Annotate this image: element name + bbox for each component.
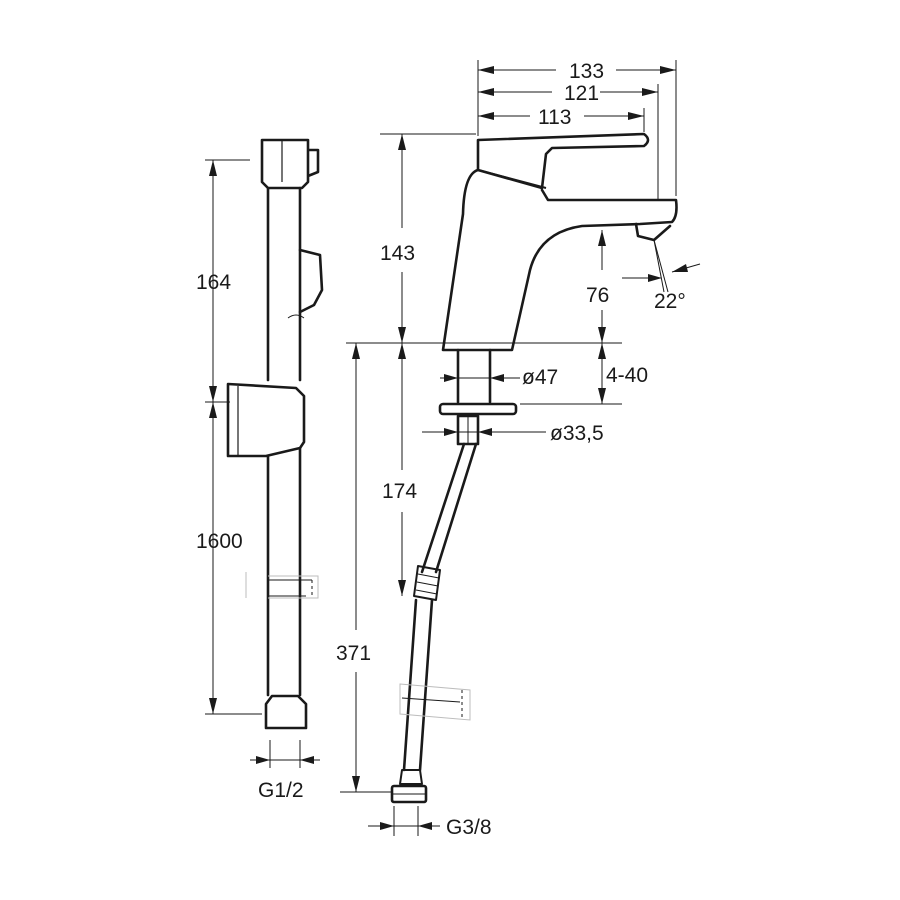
- dim-4-40: 4-40: [606, 364, 648, 387]
- dim-d33-5: ø33,5: [550, 422, 604, 445]
- mixer-lever: [476, 132, 650, 190]
- shower-rail: [226, 138, 324, 730]
- hose-bottom-nut: [390, 769, 428, 804]
- mixer-washer: [438, 402, 518, 416]
- dim-22deg: 22°: [654, 290, 686, 313]
- dim-174: 174: [382, 480, 417, 503]
- rail-connector-label: G1/2: [258, 779, 304, 802]
- dim-d47: ø47: [522, 366, 558, 389]
- mixer-dimensions: 133 121 113 143 76 22°: [336, 60, 701, 839]
- hose-left-upper: [420, 442, 466, 574]
- rail-clamp-lines: [268, 579, 312, 597]
- rail-length-label: 1600: [196, 530, 243, 553]
- dim-133: 133: [569, 60, 604, 83]
- hose-right-lower: [418, 598, 434, 772]
- dim-143: 143: [380, 242, 415, 265]
- hose-right-upper: [434, 442, 478, 574]
- dim-76: 76: [586, 284, 609, 307]
- mixer-body: [441, 168, 678, 352]
- shower-holder: [226, 382, 306, 458]
- rail-bottom-cap: [264, 694, 308, 730]
- rail-slider-hook: [287, 314, 305, 319]
- rail-slider-upper: [298, 248, 324, 314]
- rail-top-label: 164: [196, 271, 231, 294]
- rail-clamp: [245, 572, 319, 599]
- basin-mixer: [390, 132, 678, 804]
- mixer-aerator: [634, 222, 672, 242]
- hose-ribbed-connector: [413, 565, 441, 601]
- dim-371: 371: [336, 642, 371, 665]
- hose-clamp: [399, 683, 471, 721]
- dim-113: 113: [538, 106, 571, 129]
- dim-121: 121: [564, 82, 599, 105]
- dim-g3-8: G3/8: [446, 816, 492, 839]
- rail-dimensions: 164 1600 G1/2: [196, 159, 320, 802]
- mixer-lever-lower-edge: [477, 169, 547, 189]
- rail-top-bracket: [260, 138, 320, 190]
